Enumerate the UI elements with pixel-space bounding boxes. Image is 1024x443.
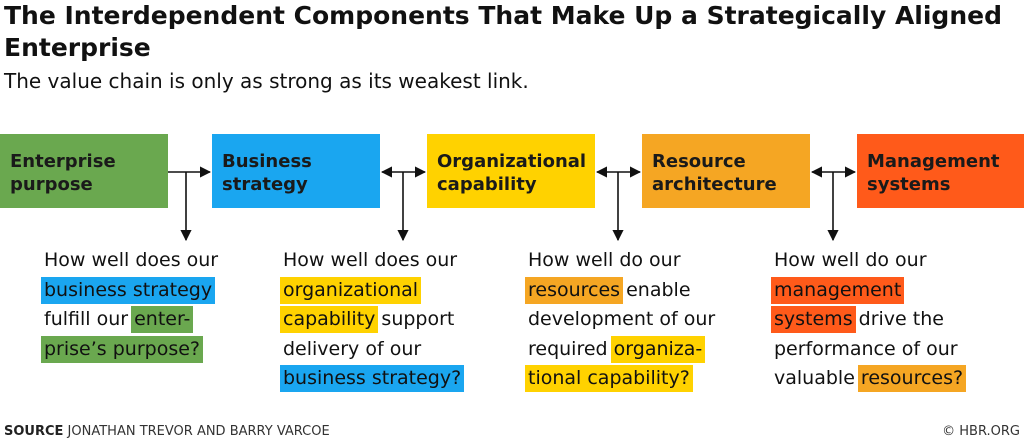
highlight-management-systems: management bbox=[771, 276, 905, 304]
credit: © HBR.ORG bbox=[942, 424, 1020, 439]
component-label: systems bbox=[867, 174, 951, 195]
question-text: enable bbox=[620, 278, 691, 301]
question-line: performance of our bbox=[774, 337, 958, 360]
component-enterprise-purpose: Enterprise purpose bbox=[0, 134, 168, 208]
component-resource-architecture: Resource architecture bbox=[642, 134, 810, 208]
component-label: strategy bbox=[222, 174, 308, 195]
highlight-resources: resources bbox=[525, 276, 624, 304]
question-line: How well does our bbox=[44, 249, 219, 271]
component-label: Enterprise bbox=[10, 151, 116, 172]
highlight-enterprise-purpose: enter- bbox=[131, 306, 194, 333]
highlight-business-strategy: business strategy? bbox=[280, 365, 465, 392]
question-line: How well does our bbox=[283, 249, 458, 271]
highlight-enterprise-purpose: prise’s purpose? bbox=[41, 335, 203, 363]
question-2: How well does our organizational capabil… bbox=[280, 246, 465, 394]
component-label: Management bbox=[867, 151, 1000, 172]
highlight-organizational-capability: capability bbox=[280, 306, 379, 333]
source-label: SOURCE bbox=[4, 424, 64, 439]
question-line: How well do our bbox=[528, 249, 681, 271]
question-1: How well does our business strategy fulf… bbox=[41, 246, 219, 364]
question-text: fulfill our bbox=[44, 308, 135, 330]
source-note: SOURCE JONATHAN TREVOR AND BARRY VARCOE bbox=[4, 423, 330, 441]
highlight-organizational-capability: organizational bbox=[280, 276, 422, 304]
highlight-resources: resources? bbox=[857, 365, 967, 392]
component-business-strategy: Business strategy bbox=[212, 134, 380, 208]
question-line: development of our bbox=[528, 308, 716, 330]
component-label: purpose bbox=[10, 174, 93, 195]
question-text: drive the bbox=[852, 308, 944, 330]
component-label: Business bbox=[222, 151, 312, 172]
question-4: How well do our management systems drive… bbox=[771, 246, 967, 394]
component-label: architecture bbox=[652, 174, 777, 195]
source-text: JONATHAN TREVOR AND BARRY VARCOE bbox=[67, 424, 330, 439]
question-line: delivery of our bbox=[283, 337, 422, 360]
component-organizational-capability: Organizational capability bbox=[427, 134, 595, 208]
component-label: capability bbox=[437, 174, 537, 195]
question-text: required bbox=[528, 337, 614, 360]
highlight-organizational-capability: organiza- bbox=[610, 335, 706, 363]
component-management-systems: Management systems bbox=[857, 134, 1024, 208]
question-3: How well do our resources enable develop… bbox=[525, 246, 716, 394]
component-label: Organizational bbox=[437, 151, 587, 172]
highlight-management-systems: systems bbox=[771, 306, 856, 333]
chart-title: The Interdependent Components That Make … bbox=[4, 1, 1002, 62]
question-line: How well do our bbox=[774, 249, 927, 271]
highlight-organizational-capability: tional capability? bbox=[525, 365, 693, 392]
component-label: Resource bbox=[652, 151, 746, 172]
question-text: support bbox=[375, 308, 455, 330]
question-text: valuable bbox=[774, 367, 861, 389]
chart-subtitle: The value chain is only as strong as its… bbox=[4, 69, 529, 93]
highlight-business-strategy: business strategy bbox=[41, 276, 216, 304]
